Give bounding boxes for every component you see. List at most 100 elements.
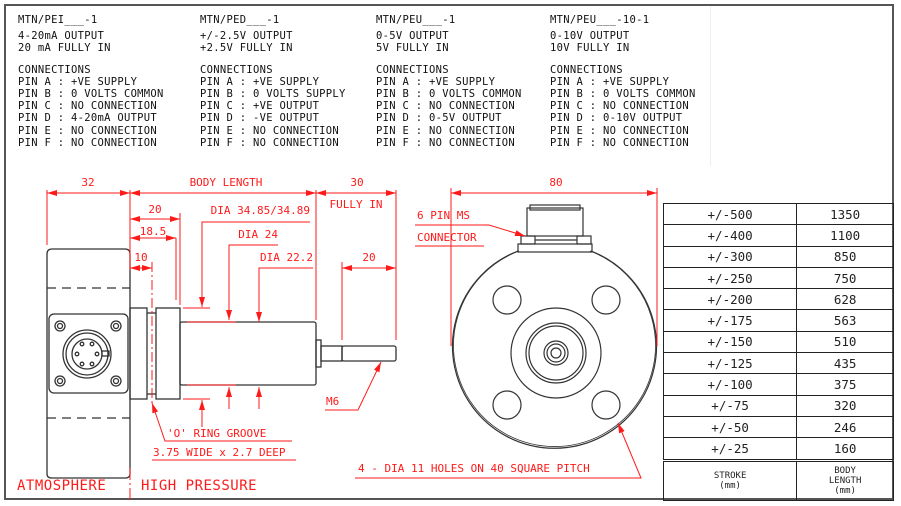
stroke-cell: +/-125	[662, 352, 798, 375]
push-rod	[320, 345, 343, 362]
pin-connection: PIN B : 0 VOLTS COMMON	[18, 88, 164, 101]
body-header-line2: LENGTH	[828, 475, 862, 486]
pin-connection: PIN A : +VE SUPPLY	[18, 75, 138, 88]
flange-1	[129, 307, 148, 400]
body-length-cell: 1100	[796, 224, 894, 247]
pin-connection: PIN F : NO CONNECTION	[376, 136, 516, 149]
stroke-cell: +/-100	[662, 373, 798, 396]
label-10: 10	[134, 251, 147, 264]
connector-face	[54, 320, 122, 387]
leader-dia-24	[226, 244, 278, 320]
pin-connection: PIN B : 0 VOLTS SUPPLY	[200, 88, 346, 101]
body-length-cell: 160	[796, 437, 894, 461]
stroke-cell: +/-175	[662, 309, 798, 332]
label-atmosphere: ATMOSPHERE	[17, 478, 106, 494]
side-dimensions	[46, 190, 397, 500]
stroke-header-unit: (mm)	[719, 480, 741, 491]
pin-connection: PIN D : 0-5V OUTPUT	[376, 112, 502, 125]
body-length-cell: 1350	[796, 202, 894, 226]
leader-m6	[325, 361, 382, 411]
pin-connection: PIN F : NO CONNECTION	[18, 136, 158, 149]
label-high-pressure: HIGH PRESSURE	[141, 478, 257, 494]
model-number: MTN/PEU___-1	[376, 14, 456, 26]
stroke-cell: +/-50	[662, 415, 798, 439]
pin-connection: PIN F : NO CONNECTION	[550, 136, 690, 149]
stroke-cell: +/-75	[662, 394, 798, 417]
pin-connection: PIN C : NO CONNECTION	[18, 100, 158, 113]
connector-base	[517, 243, 593, 253]
label-dia-22: DIA 22.2	[260, 251, 313, 264]
connector-body	[526, 207, 584, 237]
body-length-cell: 246	[796, 415, 894, 439]
body-length-cell: 375	[796, 373, 894, 396]
pin-connection: PIN D : -VE OUTPUT	[200, 112, 320, 125]
body-length-cell: 628	[796, 288, 894, 311]
mount-hole	[591, 390, 621, 420]
side-dimension-labels: 32 BODY LENGTH 30 FULLY IN 20 18.5 10 DI…	[17, 176, 382, 494]
mount-hole	[591, 285, 621, 315]
fully-in-value: 20 mA FULLY IN	[18, 42, 111, 55]
leader-holes	[355, 422, 642, 479]
end-view	[451, 204, 658, 449]
leader-dia-34	[199, 221, 310, 307]
label-body-length: BODY LENGTH	[190, 176, 263, 189]
label-dia-34: DIA 34.85/34.89	[211, 204, 310, 217]
m6-thread	[341, 345, 397, 362]
label-m6: M6	[326, 395, 339, 408]
fully-in-value: 10V FULLY IN	[550, 42, 630, 55]
model-number: MTN/PED___-1	[200, 14, 280, 26]
body-length-cell: 563	[796, 309, 894, 332]
pin-connection: PIN B : 0 VOLTS COMMON	[550, 88, 696, 101]
pin-connection: PIN E : NO CONNECTION	[200, 124, 340, 137]
pin-connection: PIN E : NO CONNECTION	[18, 124, 158, 137]
connections-heading: CONNECTIONS	[18, 63, 91, 76]
fully-in-value: +2.5V FULLY IN	[200, 42, 293, 55]
fully-in-value: 5V FULLY IN	[376, 42, 449, 55]
housing-outline	[46, 248, 131, 479]
output-type: 4-20mA OUTPUT	[18, 30, 105, 43]
label-o-ring-2: 3.75 WIDE x 2.7 DEEP	[153, 446, 286, 459]
stroke-cell: +/-150	[662, 330, 798, 354]
stroke-cell: +/-200	[662, 288, 798, 311]
stroke-cell: +/-500	[662, 202, 798, 226]
pin-connection: PIN D : 4-20mA OUTPUT	[18, 112, 158, 125]
end-dimensions	[355, 188, 658, 479]
label-20-rod: 20	[362, 251, 375, 264]
stroke-header-label: STROKE	[713, 470, 747, 481]
end-dimension-labels: 80 6 PIN MS CONNECTOR 4 - DIA 11 HOLES O…	[358, 176, 590, 475]
label-holes: 4 - DIA 11 HOLES ON 40 SQUARE PITCH	[358, 462, 590, 475]
label-18-5: 18.5	[140, 225, 167, 238]
stroke-header: STROKE(mm)	[662, 458, 798, 501]
label-connector-1: 6 PIN MS	[417, 209, 470, 222]
leader-connector	[415, 224, 526, 237]
stroke-cell: +/-25	[662, 437, 798, 461]
pin-connection: PIN E : NO CONNECTION	[550, 124, 690, 137]
label-connector-2: CONNECTOR	[417, 231, 477, 244]
mount-hole	[492, 390, 522, 420]
output-type: 0-5V OUTPUT	[376, 30, 449, 43]
model-number: MTN/PEI___-1	[18, 14, 98, 26]
model-number: MTN/PEU___-10-1	[550, 14, 650, 26]
mount-hole	[492, 285, 522, 315]
label-80: 80	[549, 176, 562, 189]
body-header-line1: BODY	[834, 465, 856, 476]
connections-heading: CONNECTIONS	[376, 63, 449, 76]
label-dia-24: DIA 24	[238, 228, 278, 241]
pin-connection: PIN C : NO CONNECTION	[376, 100, 516, 113]
label-30: 30	[350, 176, 363, 189]
